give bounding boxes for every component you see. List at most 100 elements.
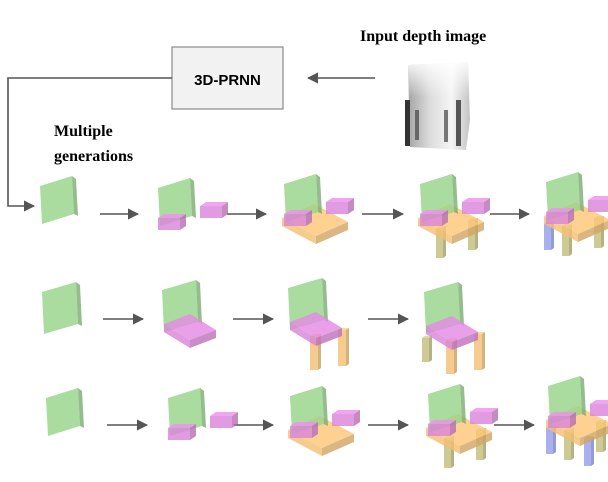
arm-left-side	[450, 420, 456, 436]
arm-right-front	[326, 202, 348, 214]
arm-right-top	[210, 412, 238, 416]
chair-stage	[162, 280, 216, 348]
leg-back-left-front	[546, 428, 553, 454]
seat-side	[578, 220, 608, 242]
chair-primitives	[40, 172, 608, 468]
arm-right-side	[354, 410, 360, 426]
chair-stage	[422, 282, 485, 374]
back-edge	[190, 178, 196, 218]
arm-left-side	[568, 208, 574, 224]
back-edge	[196, 280, 202, 324]
seat-arm-side	[316, 328, 342, 346]
depth-image	[405, 62, 470, 150]
arm-right-side	[232, 412, 238, 428]
arm-left-front	[420, 214, 442, 226]
arm-right-top	[462, 198, 490, 202]
back-edge	[76, 282, 82, 326]
chair-stage	[42, 282, 82, 334]
chair-stage	[40, 176, 78, 224]
arm-left-side	[442, 210, 448, 226]
model-label: 3D-PRNN	[194, 72, 261, 89]
chair-stage	[288, 278, 349, 370]
chair-stage	[288, 386, 360, 456]
seat-arm-top	[164, 314, 216, 340]
seat-arm-front	[290, 322, 316, 346]
arm-left-front	[284, 214, 306, 226]
arm-left-top	[548, 412, 576, 416]
arm-right-front	[462, 202, 484, 214]
arm-right-top	[470, 408, 498, 412]
leg-c-front	[422, 338, 429, 362]
back-edge	[580, 376, 586, 416]
arm-right-side	[484, 198, 490, 214]
arm-right-front	[332, 414, 354, 426]
multiple-generations-label-2: generations	[54, 148, 133, 165]
leg-b-front	[338, 330, 346, 366]
arm-left-top	[158, 214, 186, 218]
back-edge	[460, 384, 466, 424]
chair-stage	[418, 174, 490, 258]
seat-side	[460, 432, 492, 454]
back-edge	[452, 174, 458, 214]
chair-stage	[158, 178, 228, 230]
arm-left-front	[548, 416, 570, 428]
arm-right-front	[470, 412, 492, 424]
seat-arm-front	[164, 324, 190, 348]
back-panel	[42, 282, 78, 334]
arm-right-front	[588, 200, 608, 212]
leg-c-side	[429, 336, 432, 362]
back-edge	[322, 386, 328, 426]
input-depth-label: Input depth image	[360, 28, 486, 45]
arm-right-front	[590, 404, 608, 416]
leg-back-left-side	[553, 426, 556, 454]
arm-right-front	[200, 206, 222, 218]
chair-stage	[426, 384, 498, 468]
back-panel	[46, 388, 80, 436]
arm-left-top	[546, 208, 574, 212]
back-edge	[316, 174, 322, 214]
back-panel	[40, 176, 74, 224]
leg-b-side	[482, 332, 485, 370]
seat-arm-top	[426, 316, 478, 342]
arm-left-side	[570, 412, 576, 428]
back-edge	[200, 388, 206, 428]
seat-arm-front	[426, 326, 452, 350]
arm-left-front	[428, 424, 450, 436]
arm-left-top	[420, 210, 448, 214]
leg-c-top	[422, 336, 432, 338]
chair-stage	[544, 172, 608, 256]
arm-right-top	[326, 198, 354, 202]
arm-right-top	[332, 410, 360, 414]
arm-left-front	[168, 428, 190, 440]
back-edge	[458, 282, 464, 326]
seat-side	[452, 222, 484, 244]
chair-stage	[168, 388, 238, 440]
arm-left-top	[168, 424, 196, 428]
model-box	[171, 46, 284, 110]
arm-right-side	[222, 202, 228, 218]
leg-back-right-front	[584, 438, 591, 466]
back-edge	[322, 278, 328, 322]
back-edge	[78, 388, 84, 428]
arm-left-top	[428, 420, 456, 424]
leg-b-front	[474, 334, 482, 370]
multiple-generations-label-1: Multiple	[54, 123, 113, 140]
arm-right-front	[210, 416, 232, 428]
arm-left-side	[312, 422, 318, 438]
model-to-generations-arrow	[7, 77, 172, 212]
back-edge	[578, 172, 584, 212]
arm-right-side	[348, 198, 354, 214]
seat-side	[580, 425, 608, 446]
arm-right-top	[200, 202, 228, 206]
leg-back-left-front	[544, 224, 551, 250]
leg-back-right-side	[591, 436, 594, 466]
arm-left-side	[190, 424, 196, 440]
arm-right-top	[590, 400, 608, 404]
seat-arm-side	[452, 332, 478, 350]
seat-arm-top	[290, 312, 342, 338]
arm-right-side	[492, 408, 498, 424]
chair-stage	[46, 388, 84, 436]
leg-back-left-side	[551, 222, 554, 250]
leg-b-side	[346, 328, 349, 366]
